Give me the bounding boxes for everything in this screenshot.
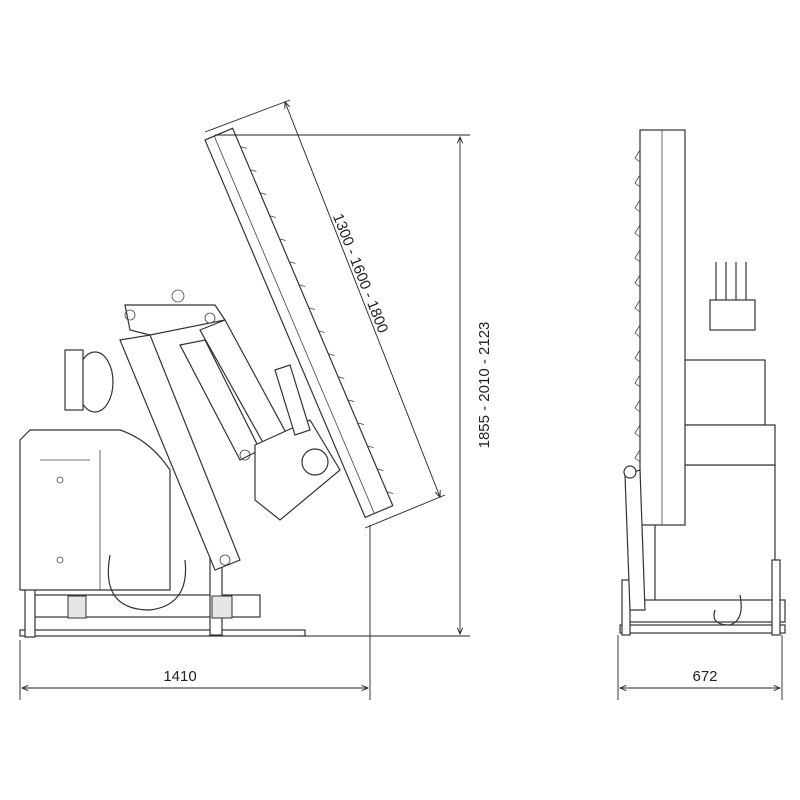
lifting-eye [171, 289, 185, 303]
motor-box [679, 359, 766, 426]
drawing-line [364, 494, 446, 529]
base-frame [624, 599, 786, 623]
cutter-teeth [634, 149, 641, 488]
ground-plate [619, 624, 786, 634]
lamp-bracket [64, 349, 84, 411]
drawing-line [239, 449, 251, 461]
front-view-machine [619, 129, 786, 636]
side-view-machine [19, 127, 394, 638]
dimension-label-height: 1855 - 2010 - 2123 [476, 322, 493, 449]
drawing-line [204, 99, 291, 133]
ground-plate [19, 629, 306, 637]
dimension-label-1410: 1410 [163, 668, 196, 685]
clamp [67, 595, 87, 619]
drawing-line [56, 556, 64, 564]
drawing-line [204, 312, 216, 324]
drawing-line [285, 102, 440, 497]
main-arm [119, 334, 241, 571]
dimension-width-side: 1410 [19, 525, 371, 700]
right-leg [771, 559, 781, 636]
drawing-line [40, 450, 101, 590]
dimension-label-672: 672 [692, 668, 717, 685]
drawing-line [634, 149, 641, 488]
clamp [211, 595, 233, 619]
valve-block [709, 299, 756, 331]
motor-hub [301, 448, 329, 476]
hose [713, 594, 742, 626]
pivot [623, 465, 637, 479]
dimension-width-front: 672 [617, 635, 783, 700]
gearbox-body [19, 429, 171, 591]
upper-link [124, 304, 226, 336]
control-levers [715, 262, 747, 300]
dimension-label-bar-length: 1300 - 1600 - 1800 [329, 211, 391, 335]
drawing-line [56, 476, 64, 484]
drawing-line [219, 554, 231, 566]
cutter-bar [639, 129, 686, 526]
drawing-line [124, 309, 136, 321]
hose [107, 554, 187, 611]
